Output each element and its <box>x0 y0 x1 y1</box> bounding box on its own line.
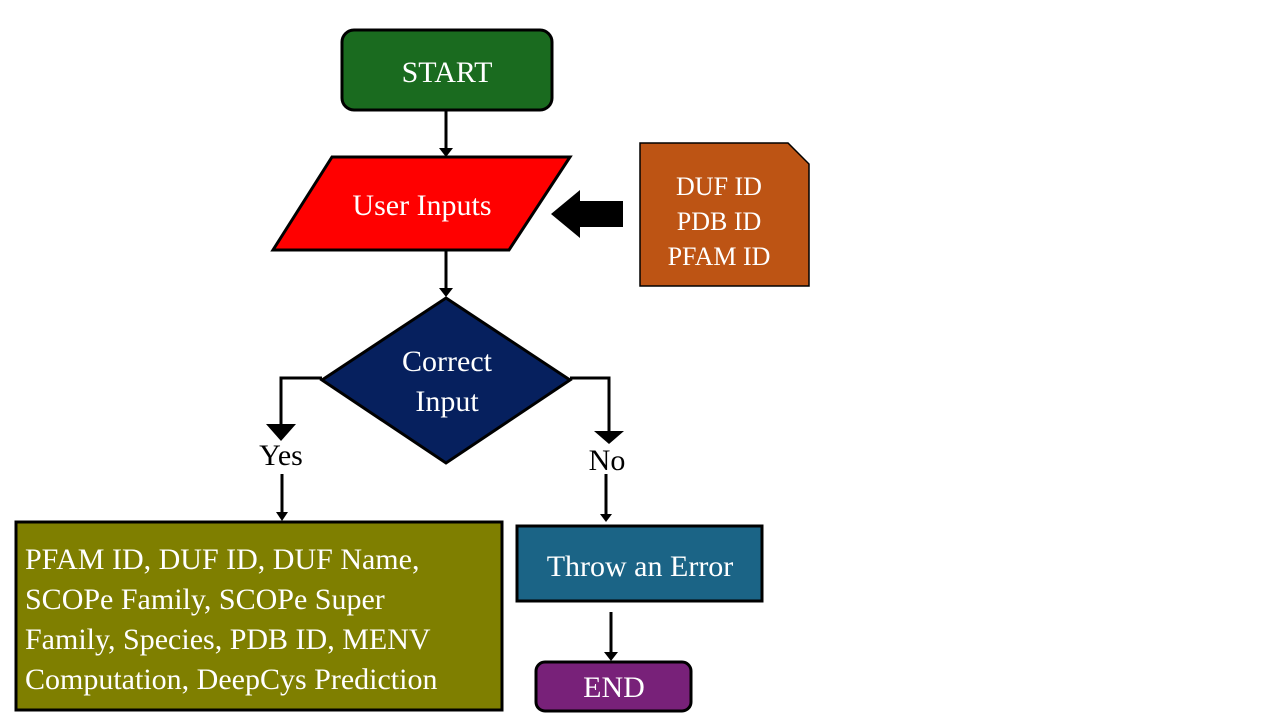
branch-yes-label: Yes <box>259 439 303 472</box>
end-node: END <box>534 660 693 713</box>
input-types-node: DUF ID PDB ID PFAM ID <box>639 142 810 287</box>
decision-line-1: Correct <box>402 345 493 378</box>
block-arrow-left-icon <box>551 190 623 238</box>
connector-decision-to-no <box>570 376 611 432</box>
arrowhead-start-to-inputs <box>439 148 453 157</box>
error-shape <box>515 524 764 603</box>
branch-no-label: No <box>589 444 626 477</box>
arrowhead-yes-to-outputs <box>276 512 288 521</box>
input-types-line-2: PDB ID <box>677 207 762 236</box>
start-label: START <box>402 56 493 89</box>
decision-node: Correct Input <box>319 296 573 465</box>
user-inputs-shape <box>270 155 573 252</box>
arrowhead-decision-to-no <box>594 431 624 444</box>
end-label: END <box>583 671 645 704</box>
user-inputs-label: User Inputs <box>352 189 491 222</box>
user-inputs-node: User Inputs <box>270 155 573 252</box>
outputs-shape <box>14 520 504 712</box>
decision-line-2: Input <box>415 385 479 418</box>
end-shape <box>534 660 693 713</box>
arrowhead-inputs-to-decision <box>439 288 453 297</box>
decision-shape <box>319 296 573 465</box>
start-node: START <box>340 28 554 112</box>
input-types-line-1: DUF ID <box>676 172 762 201</box>
input-types-line-3: PFAM ID <box>668 242 771 271</box>
input-types-shape <box>639 142 810 287</box>
arrowhead-no-to-error <box>600 514 612 522</box>
error-node: Throw an Error <box>515 524 764 603</box>
outputs-node: PFAM ID, DUF ID, DUF Name, SCOPe Family,… <box>14 520 504 712</box>
connector-decision-to-yes <box>279 376 322 425</box>
outputs-line-4: Computation, DeepCys Prediction <box>25 663 437 696</box>
outputs-line-2: SCOPe Family, SCOPe Super <box>25 583 385 616</box>
error-label: Throw an Error <box>547 550 734 583</box>
arrowhead-error-to-end <box>604 652 618 661</box>
arrowhead-decision-to-yes <box>266 424 296 441</box>
connectors <box>266 110 624 661</box>
outputs-line-3: Family, Species, PDB ID, MENV <box>25 623 431 656</box>
outputs-line-1: PFAM ID, DUF ID, DUF Name, <box>25 543 419 576</box>
start-shape <box>340 28 554 112</box>
